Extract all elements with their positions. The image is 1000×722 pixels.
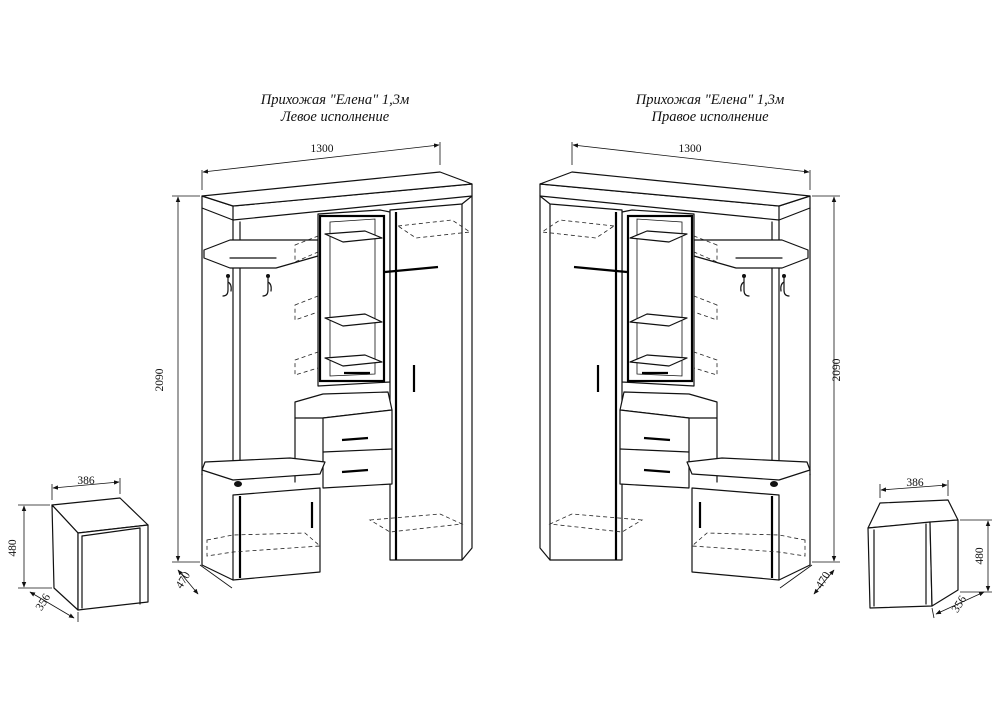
left-hallway-unit: 1300 2090 470 bbox=[154, 142, 473, 595]
right-stool-width-label: 386 bbox=[906, 477, 924, 489]
left-stool-width-label: 386 bbox=[77, 475, 95, 487]
right-height-label: 2090 bbox=[831, 358, 843, 381]
clothes-rail-icon bbox=[384, 265, 439, 274]
left-stool: 386 480 356 bbox=[7, 475, 149, 622]
hat-shelf bbox=[203, 239, 319, 269]
bench-top bbox=[201, 457, 326, 481]
drawer-handle-icon bbox=[341, 468, 369, 474]
right-hallway-unit bbox=[539, 142, 840, 595]
left-caption-subtitle: Левое исполнение bbox=[280, 109, 390, 125]
coat-hook-icon bbox=[262, 274, 272, 297]
left-stool-depth-label: 356 bbox=[34, 592, 53, 613]
coat-hook-icon bbox=[222, 274, 232, 297]
left-height-dimension: 2090 bbox=[154, 195, 200, 563]
left-caption-title: Прихожая "Елена" 1,3м bbox=[260, 92, 409, 108]
right-width-label: 1300 bbox=[679, 143, 702, 155]
drawer-handle-icon bbox=[341, 436, 369, 442]
right-stool-depth-label: 356 bbox=[950, 594, 969, 615]
coat-hook-icon bbox=[780, 274, 790, 297]
right-caption-title: Прихожая "Елена" 1,3м bbox=[635, 92, 784, 108]
left-width-label: 1300 bbox=[311, 143, 334, 155]
left-width-dimension: 1300 bbox=[201, 142, 441, 190]
bench-door bbox=[232, 487, 321, 581]
right-caption-subtitle: Правое исполнение bbox=[650, 109, 769, 125]
left-depth-label: 470 bbox=[174, 570, 193, 591]
left-height-label: 2090 bbox=[154, 368, 166, 391]
coat-hook-icon bbox=[740, 274, 750, 297]
right-depth-label: 470 bbox=[814, 570, 833, 591]
right-stool-height-label: 480 bbox=[974, 547, 986, 565]
wardrobe-door bbox=[389, 195, 473, 561]
left-depth-dimension: 470 bbox=[174, 564, 233, 595]
left-stool-height-label: 480 bbox=[7, 539, 19, 557]
right-stool: 386 480 356 bbox=[867, 477, 992, 619]
